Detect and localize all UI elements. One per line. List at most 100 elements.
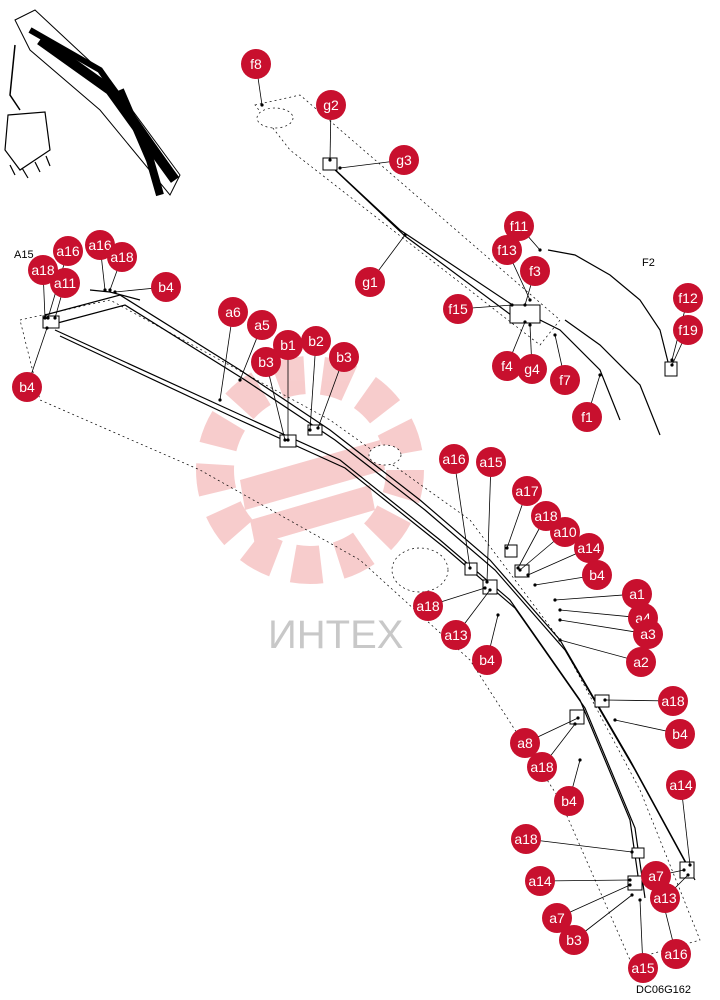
callout-label: b2 xyxy=(308,333,324,349)
leader-dot-f4 xyxy=(523,320,527,324)
callout-badge xyxy=(492,235,522,265)
callout-b3: b3 xyxy=(329,342,359,372)
callout-label: a14 xyxy=(669,777,693,793)
callout-label: g1 xyxy=(362,274,378,290)
arm-hose-assembly xyxy=(254,94,678,436)
callout-badge xyxy=(107,242,137,272)
leader-dot-a16 xyxy=(468,566,472,570)
leader-dot-b3 xyxy=(316,426,320,430)
leader-dot-a18 xyxy=(630,850,634,854)
callout-g1: g1 xyxy=(355,267,385,297)
callout-badge xyxy=(510,728,540,758)
callout-label: b4 xyxy=(672,726,688,742)
callout-label: f3 xyxy=(529,263,541,279)
callout-badge xyxy=(572,402,602,432)
callout-badge xyxy=(28,255,58,285)
callout-b4: b4 xyxy=(151,272,181,302)
callout-a16: a16 xyxy=(53,236,83,266)
leader-dot-f19 xyxy=(670,363,674,367)
callout-b4: b4 xyxy=(582,560,612,590)
callout-label: a16 xyxy=(442,451,466,467)
leader-dot-a13 xyxy=(686,873,690,877)
leader-dot-g1 xyxy=(403,233,407,237)
callout-a1: a1 xyxy=(622,579,652,609)
leader-dot-a16 xyxy=(103,288,107,292)
callout-f15: f15 xyxy=(443,294,473,324)
callout-badge xyxy=(673,283,703,313)
callout-label: a5 xyxy=(254,317,270,333)
leader-a15 xyxy=(486,461,492,583)
callout-a14: a14 xyxy=(666,770,696,800)
callout-badge xyxy=(241,49,271,79)
callout-badge xyxy=(542,903,572,933)
callout-badge xyxy=(511,824,541,854)
leader-dot-b4 xyxy=(45,326,49,330)
callout-label: a18 xyxy=(661,693,685,709)
callout-label: a6 xyxy=(225,304,241,320)
callout-a8: a8 xyxy=(510,728,540,758)
callout-b2: b2 xyxy=(301,326,331,356)
leader-dot-a18 xyxy=(573,722,577,726)
callout-label: b4 xyxy=(19,379,35,395)
callout-b3: b3 xyxy=(251,347,281,377)
leader-dot-a2 xyxy=(558,638,562,642)
callout-label: a14 xyxy=(528,873,552,889)
callout-badge xyxy=(316,90,346,120)
boom-hose-assembly xyxy=(19,289,701,961)
callout-label: a11 xyxy=(54,275,77,291)
callout-badge xyxy=(12,372,42,402)
watermark-logo xyxy=(196,356,424,584)
callout-label: a18 xyxy=(534,508,558,524)
callout-badge xyxy=(658,686,688,716)
callout-label: a18 xyxy=(514,831,538,847)
callout-badge xyxy=(666,770,696,800)
leader-dot-a3 xyxy=(558,618,562,622)
callout-g2: g2 xyxy=(316,90,346,120)
leader-dot-a11 xyxy=(53,316,57,320)
callout-label: a16 xyxy=(56,243,80,259)
callout-label: a18 xyxy=(31,262,55,278)
callout-badge xyxy=(443,294,473,324)
excavator-thumbnail xyxy=(4,9,181,197)
callout-f11: f11 xyxy=(504,211,534,241)
leader-dot-b1 xyxy=(286,438,290,442)
callout-badge xyxy=(633,619,663,649)
callout-label: b4 xyxy=(158,279,174,295)
callout-badge xyxy=(50,268,80,298)
leader-dot-a14 xyxy=(628,878,632,882)
leader-dot-a1 xyxy=(553,598,557,602)
callout-f1: f1 xyxy=(572,402,602,432)
callout-b1: b1 xyxy=(273,330,303,360)
callout-label: a7 xyxy=(648,868,664,884)
callout-label: a16 xyxy=(664,946,688,962)
callout-badge xyxy=(472,645,502,675)
leader-dot-a10 xyxy=(518,568,522,572)
leader-dot-b3 xyxy=(630,893,634,897)
leader-dot-a14 xyxy=(688,863,692,867)
callout-f3: f3 xyxy=(520,256,550,286)
leader-dot-f11 xyxy=(538,248,542,252)
callout-a18: a18 xyxy=(511,824,541,854)
callout-label: f8 xyxy=(250,56,262,72)
leader-dot-b3 xyxy=(283,438,287,442)
leader-a18 xyxy=(525,838,633,853)
callout-b4: b4 xyxy=(472,645,502,675)
callout-label: a18 xyxy=(530,759,554,775)
callout-label: a13 xyxy=(444,627,468,643)
callout-badge xyxy=(673,315,703,345)
callout-label: f1 xyxy=(581,409,593,425)
callout-label: f19 xyxy=(678,322,698,338)
callout-a18: a18 xyxy=(28,255,58,285)
callout-a3: a3 xyxy=(633,619,663,649)
callout-badge xyxy=(628,953,658,983)
leader-dot-f15 xyxy=(510,303,514,307)
leader-dot-b4 xyxy=(496,613,500,617)
leader-dot-a18 xyxy=(483,586,487,590)
callout-badge xyxy=(650,883,680,913)
callout-badge xyxy=(517,354,547,384)
callout-a10: a10 xyxy=(550,517,580,547)
callout-a7: a7 xyxy=(542,903,572,933)
callout-label: b1 xyxy=(280,337,296,353)
leader-dot-b4 xyxy=(578,758,582,762)
